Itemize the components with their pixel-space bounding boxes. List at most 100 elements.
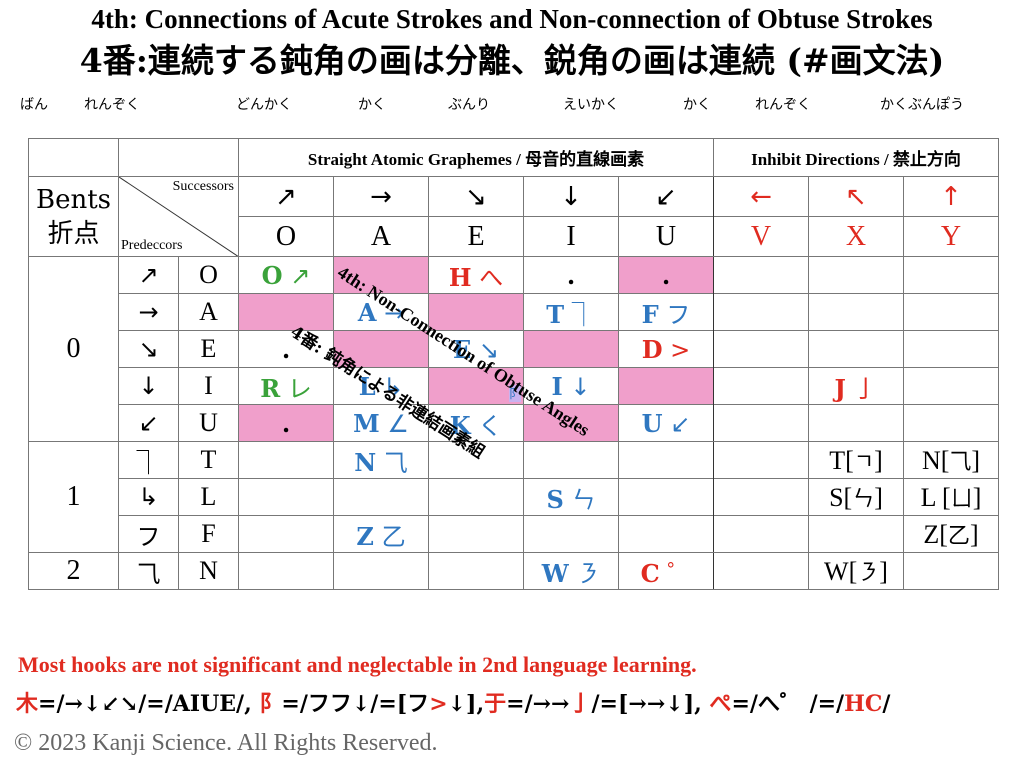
successor-arrow: ↖ <box>808 176 904 217</box>
formula-segment: 于 <box>484 691 507 717</box>
successors-label: Successors <box>172 179 234 194</box>
cell-letter: F <box>641 299 659 329</box>
predecessor-arrow: ↗ <box>118 256 179 294</box>
connection-cell: D > <box>618 330 714 368</box>
connection-cell <box>333 256 429 294</box>
cell-bracket: ] <box>879 557 888 586</box>
bent-count: 0 <box>28 256 119 442</box>
successor-arrow: ↙ <box>618 176 714 217</box>
cell-bracket: ] <box>874 483 883 512</box>
hooks-note: Most hooks are not significant and negle… <box>18 652 697 677</box>
connection-cell: E ↘ <box>428 330 524 368</box>
connection-cell <box>618 441 714 479</box>
connection-cell <box>523 441 619 479</box>
corner-blank <box>28 138 119 177</box>
connection-cell <box>618 478 714 516</box>
predecessor-letter: A <box>178 293 239 331</box>
successor-predecessor-corner: Successors Predeccors <box>118 176 239 257</box>
connection-cell <box>238 441 334 479</box>
connection-cell <box>713 367 809 405</box>
cell-letter: W <box>541 558 569 588</box>
cell-glyph: ↗ <box>282 261 311 290</box>
cell-glyph: ㄩ <box>950 487 973 512</box>
successor-letter: A <box>333 216 429 257</box>
successor-arrow: ↓ <box>523 176 619 217</box>
cell-letter: T[ <box>829 446 854 475</box>
predecessor-letter: F <box>178 515 239 553</box>
cell-glyph: ㇋ <box>857 561 880 586</box>
connection-cell <box>238 552 334 590</box>
successor-letter: O <box>238 216 334 257</box>
ruby-reading: れんぞく <box>84 97 140 113</box>
cell-glyph: ㄱ <box>853 450 875 475</box>
cell-letter: Z <box>356 521 374 551</box>
cell-glyph: レ <box>280 374 312 403</box>
successor-arrow: ↗ <box>238 176 334 217</box>
cell-letter: D <box>641 334 663 364</box>
cell-letter: U <box>641 408 663 438</box>
ruby-reading: ばん <box>20 97 48 113</box>
formula-segment: 阝 <box>259 691 282 717</box>
cell-letter: M <box>353 408 380 438</box>
connection-cell <box>523 515 619 553</box>
cell-letter: Z[ <box>923 520 948 549</box>
cell-glyph: ↘ <box>471 335 500 364</box>
connection-cell <box>903 293 999 331</box>
connection-cell: O ↗ <box>238 256 334 294</box>
successor-letter: I <box>523 216 619 257</box>
cell-glyph: → <box>376 298 405 327</box>
connection-cell <box>333 478 429 516</box>
formula-segment: ぺ <box>709 691 732 717</box>
cell-glyph: フ <box>658 300 691 329</box>
successor-arrow: ↘ <box>428 176 524 217</box>
cell-letter: O <box>261 260 283 290</box>
connection-cell <box>713 256 809 294</box>
stroke-connection-table: Straight Atomic Graphemes / 母音的直線画素 Inhi… <box>28 138 999 590</box>
connection-cell <box>713 552 809 590</box>
predecessor-letter: U <box>178 404 239 442</box>
bent-count: 1 <box>28 441 119 553</box>
connection-cell: W[㇋] <box>808 552 904 590</box>
formula-segment: 木 <box>16 691 39 717</box>
connection-cell: L [ㄩ] <box>903 478 999 516</box>
bents-label-ja: 折点 <box>47 218 100 249</box>
connection-cell <box>903 367 999 405</box>
connection-cell: . <box>523 256 619 294</box>
cell-glyph: ゜ <box>659 559 692 588</box>
cell-letter: L <box>358 371 376 401</box>
successor-arrow: ↑ <box>903 176 999 217</box>
copyright: © 2023 Kanji Science. All Rights Reserve… <box>14 730 438 756</box>
connection-cell: Z 乙 <box>333 515 429 553</box>
connection-cell: F フ <box>618 293 714 331</box>
cell-glyph: ⏋ <box>564 300 596 329</box>
predecessor-arrow: ↓ <box>118 367 179 405</box>
cell-letter: N[ <box>921 446 950 475</box>
connection-cell <box>428 515 524 553</box>
connection-cell <box>428 552 524 590</box>
predecessor-letter: L <box>178 478 239 516</box>
cell-glyph: > <box>662 335 691 364</box>
connection-cell: N ⺄ <box>333 441 429 479</box>
ruby-reading: どんかく <box>236 97 292 113</box>
cell-glyph: ㇋ <box>568 559 601 588</box>
corner-diagonal-line <box>119 177 238 256</box>
predecessor-letter: E <box>178 330 239 368</box>
cell-glyph: 亅 <box>845 374 878 403</box>
predecessor-letter: T <box>178 441 239 479</box>
connection-cell <box>808 330 904 368</box>
successor-letter: U <box>618 216 714 257</box>
cell-glyph: く <box>470 411 503 440</box>
successor-letter: Y <box>903 216 999 257</box>
cell-glyph: 乙 <box>947 524 970 549</box>
formula-segment: =/へ゜ /=/ <box>731 691 845 717</box>
cell-glyph: ∠ <box>379 409 409 438</box>
predecessors-label: Predeccors <box>121 238 183 253</box>
formula-segment: / <box>882 691 891 717</box>
connection-cell: K く <box>428 404 524 442</box>
connection-cell: 阝 <box>428 367 524 405</box>
connection-cell <box>618 367 714 405</box>
connection-cell <box>618 515 714 553</box>
formula-segment: /=[→→↓], <box>591 691 710 717</box>
cell-letter: . <box>281 334 291 364</box>
connection-cell <box>903 330 999 368</box>
